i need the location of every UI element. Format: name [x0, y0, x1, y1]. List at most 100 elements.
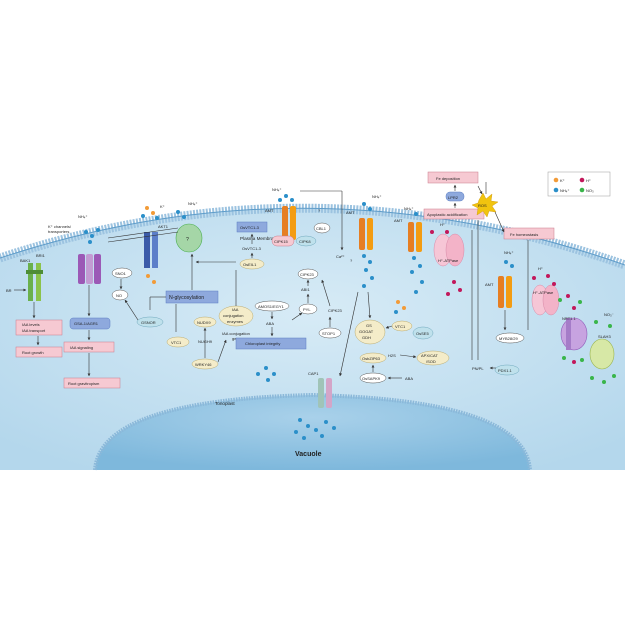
k-channels-label-1: K⁺ channels/	[48, 224, 72, 229]
amt-transporter-lower-right	[498, 276, 512, 308]
gs-gogat-gdh-node	[354, 319, 386, 345]
nh4-label-lower-right: NH₄⁺	[504, 250, 514, 255]
gs-label: GS	[366, 323, 372, 328]
stop1-label: STOP1	[322, 331, 336, 336]
myb28-29-label: MYB28/29	[499, 336, 518, 341]
h-atpase-upper	[433, 233, 465, 267]
amt-transporter-mid	[359, 218, 373, 250]
iaa-transport-label: IAA transport	[22, 328, 46, 333]
h2s-label: H2S	[388, 353, 396, 358]
wrky46-label: WRKY46	[195, 362, 212, 367]
amos1-node	[254, 300, 290, 312]
no-label: NO	[116, 293, 122, 298]
n-glycosylation-label: N-glycosylation	[169, 295, 204, 301]
ca-label: Ca²⁺	[336, 254, 345, 259]
abi1-label: ABI1	[301, 287, 310, 292]
gogat-label: GOGAT	[359, 329, 374, 334]
vacuole-label: Vacuole	[295, 451, 322, 458]
ossapk9-label: OsSAPK9	[362, 376, 381, 381]
amt-label-mid: AMT	[346, 210, 355, 215]
cell-cytoplasm	[0, 208, 625, 470]
iaa-conj-genes-1: IAA conjugation	[222, 331, 250, 336]
pyl-label: PYL	[303, 307, 311, 312]
oseil1-node	[239, 258, 265, 270]
myb28-29-node	[495, 332, 525, 344]
unknown-transporter-label: ?	[186, 237, 189, 243]
root-growth-label: Root growth	[22, 350, 44, 355]
iaa-levels-box	[15, 319, 63, 336]
osbzip63-node	[359, 352, 387, 364]
amt-transporter-center	[282, 206, 296, 240]
amt-label-upper-right: AMT	[394, 218, 403, 223]
tonoplast-label: Tonoplast	[215, 401, 235, 406]
gsa1-box	[69, 317, 111, 330]
pdx1-1-node	[494, 364, 520, 376]
nh4-label-center: NH₄⁺	[272, 187, 282, 192]
sod-label: /SOD	[426, 359, 436, 364]
bri1-bak1-receptor	[26, 263, 43, 301]
question-center: ?	[318, 208, 321, 213]
h-label-upper: H⁺	[440, 222, 445, 227]
h-atpase-lower-label: H⁺-ATPase	[533, 290, 554, 295]
ossapk9-node	[359, 372, 387, 384]
cipk15-label: CIPK15	[274, 239, 289, 244]
akt1-label: AKT1	[158, 224, 169, 229]
no-node	[111, 289, 129, 301]
cbl1-label: CBL1	[316, 226, 327, 231]
k-channel-transporter	[78, 254, 101, 284]
ros-burst	[471, 192, 499, 218]
osvtc1-3-text: OsVTC1-3	[242, 246, 262, 251]
legend-no3: NO₃	[586, 188, 594, 193]
fe-homeostasis-label: Fe homeostasis	[510, 232, 538, 237]
vtc1-label-right: VTC1	[395, 324, 406, 329]
iaa-signaling-box	[63, 341, 115, 353]
root-growth-box	[15, 346, 63, 358]
ros-label: ROS	[478, 203, 487, 208]
chloroplast-integrity-box	[235, 337, 307, 350]
akt1-channel	[144, 232, 158, 268]
osse5-node	[412, 326, 434, 340]
chloroplast-integrity-label: Chloroplast integrity	[245, 341, 280, 346]
root-gravitropism-box	[63, 377, 121, 389]
gsa1-label: GSA-1/AGR1	[74, 321, 99, 326]
h-atpase-upper-label: H⁺-ATPase	[438, 258, 459, 263]
h-atpase-lower	[531, 284, 560, 316]
wrky46-node	[191, 358, 219, 370]
nh4-label-mid: NH₄⁺	[372, 194, 382, 199]
slah3-label: SLAH3	[598, 334, 611, 339]
gdh-label: GDH	[362, 335, 371, 340]
cap1-label: CAP1	[308, 371, 319, 376]
nudx9-node	[193, 316, 217, 328]
plasma-membrane-label: Plasma Membrane	[240, 236, 279, 241]
iaa-conj-1: IAA	[232, 307, 239, 312]
cipk23-node	[297, 268, 319, 280]
vtc1-label-left: VTC1	[171, 340, 182, 345]
iaa-conj-2: conjugation	[223, 313, 243, 318]
cipk23-label: CIPK23	[300, 272, 315, 277]
apx-label: APX/CAT	[421, 353, 438, 358]
fe-homeostasis-box	[503, 227, 555, 240]
amos1-label: AMOS1/EGY1	[258, 304, 285, 309]
k-channels-label-2: transporters	[48, 229, 69, 234]
bak1-label: BAK1	[20, 258, 31, 263]
stop1-node	[318, 327, 342, 339]
sno1-node	[111, 267, 133, 279]
cbl1-node	[313, 222, 331, 234]
aba-label-right: ABA	[405, 376, 413, 381]
nh4-label-upper-right: NH₄⁺	[404, 206, 414, 211]
amt-transporter-upper-right	[408, 222, 422, 252]
aba-label-center: ABA	[266, 321, 274, 326]
pyl-node	[298, 303, 318, 315]
nh4-label-top: NH₄⁺	[188, 201, 198, 206]
cap1-channel	[318, 378, 332, 408]
iaa-conj-3: enzymes	[227, 319, 243, 324]
root-gravitropism-label: Root gravitropism	[68, 381, 100, 386]
osbzip63-label: OsbZIP63	[362, 356, 381, 361]
fe-deposition-label: Fe deposition	[436, 176, 460, 181]
cipk8-label: CIPK8	[299, 239, 311, 244]
k-label-left: K⁺	[160, 204, 165, 209]
question-ca: ?	[350, 258, 353, 263]
pn-pl-label: PN/PL	[472, 366, 484, 371]
legend-nh4: NH₄⁺	[560, 188, 570, 193]
